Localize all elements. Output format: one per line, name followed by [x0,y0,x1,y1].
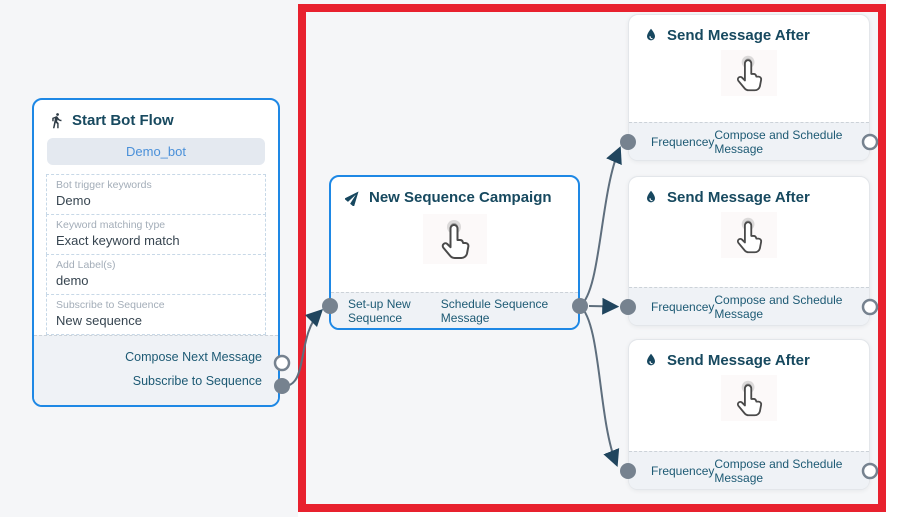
click-hand-image[interactable] [721,50,777,96]
send-node-footer: Frequencey Compose and Schedule Message [629,451,869,489]
bot-name-button[interactable]: Demo_bot [47,138,265,165]
field-value: Demo [56,193,91,208]
start-node-fields: Bot trigger keywords Demo Keyword matchi… [46,174,266,335]
send-node-header: Send Message After [629,340,869,375]
page-margin-bottom [298,512,886,517]
send-node-title: Send Message After [667,27,810,44]
input-frequencey[interactable]: Frequencey [651,134,715,149]
field-bot-trigger-keywords[interactable]: Bot trigger keywords Demo [46,174,266,215]
field-label: Subscribe to Sequence [56,299,165,311]
field-label: Add Label(s) [56,259,116,271]
send-node-title: Send Message After [667,352,810,369]
click-hand-image[interactable] [721,212,777,258]
field-value: New sequence [56,313,142,328]
sequence-node-body[interactable] [331,214,578,264]
sequence-node-footer: Set-up New Sequence Schedule Sequence Me… [331,292,578,328]
send-node-title: Send Message After [667,189,810,206]
walking-person-icon [48,112,65,129]
output-compose-and-schedule-message[interactable]: Compose and Schedule Message [714,292,843,321]
input-frequencey[interactable]: Frequencey [651,299,715,314]
field-value: Exact keyword match [56,233,180,248]
hand-pointer-icon [736,217,763,254]
input-set-up-new-sequence[interactable]: Set-up New Sequence [348,296,411,325]
node-send-message-after-1[interactable]: Send Message After Frequencey Compose an… [628,14,870,161]
field-keyword-matching-type[interactable]: Keyword matching type Exact keyword matc… [46,214,266,255]
node-new-sequence-campaign[interactable]: New Sequence Campaign Set-up New Sequenc… [329,175,580,330]
send-node-body[interactable] [629,212,869,258]
send-node-footer: Frequencey Compose and Schedule Message [629,122,869,160]
field-subscribe-to-sequence[interactable]: Subscribe to Sequence New sequence [46,294,266,335]
output-compose-and-schedule-message[interactable]: Compose and Schedule Message [714,127,843,156]
sequence-node-header: New Sequence Campaign [331,177,578,212]
node-send-message-after-3[interactable]: Send Message After Frequencey Compose an… [628,339,870,490]
output-compose-next-message[interactable]: Compose Next Message [125,350,262,364]
water-drop-icon [643,189,660,206]
hand-pointer-icon [736,380,763,417]
send-node-footer: Frequencey Compose and Schedule Message [629,287,869,325]
highlight-rectangle [298,4,886,512]
output-subscribe-to-sequence[interactable]: Subscribe to Sequence [132,374,262,388]
click-hand-image[interactable] [721,375,777,421]
start-node-footer: Compose Next Message Subscribe to Sequen… [34,335,278,405]
node-send-message-after-2[interactable]: Send Message After Frequencey Compose an… [628,176,870,326]
send-node-body[interactable] [629,50,869,96]
water-drop-icon [643,27,660,44]
send-campaign-icon [345,189,362,206]
field-label: Keyword matching type [56,219,166,231]
send-node-body[interactable] [629,375,869,421]
hand-pointer-icon [441,220,469,260]
field-label: Bot trigger keywords [56,179,152,191]
click-hand-image[interactable] [422,214,487,264]
input-frequencey[interactable]: Frequencey [651,463,715,478]
output-schedule-sequence-message[interactable]: Schedule Sequence Message [440,296,549,325]
hand-pointer-icon [736,55,763,92]
start-node-title: Start Bot Flow [72,112,174,129]
output-compose-and-schedule-message[interactable]: Compose and Schedule Message [714,456,843,485]
send-node-header: Send Message After [629,15,869,50]
sequence-node-title: New Sequence Campaign [369,189,552,206]
page-margin-right [886,0,901,517]
node-start-bot-flow[interactable]: Start Bot Flow Demo_bot Bot trigger keyw… [32,98,280,407]
field-add-labels[interactable]: Add Label(s) demo [46,254,266,295]
start-node-header: Start Bot Flow [34,100,278,135]
water-drop-icon [643,352,660,369]
field-value: demo [56,273,89,288]
send-node-header: Send Message After [629,177,869,212]
